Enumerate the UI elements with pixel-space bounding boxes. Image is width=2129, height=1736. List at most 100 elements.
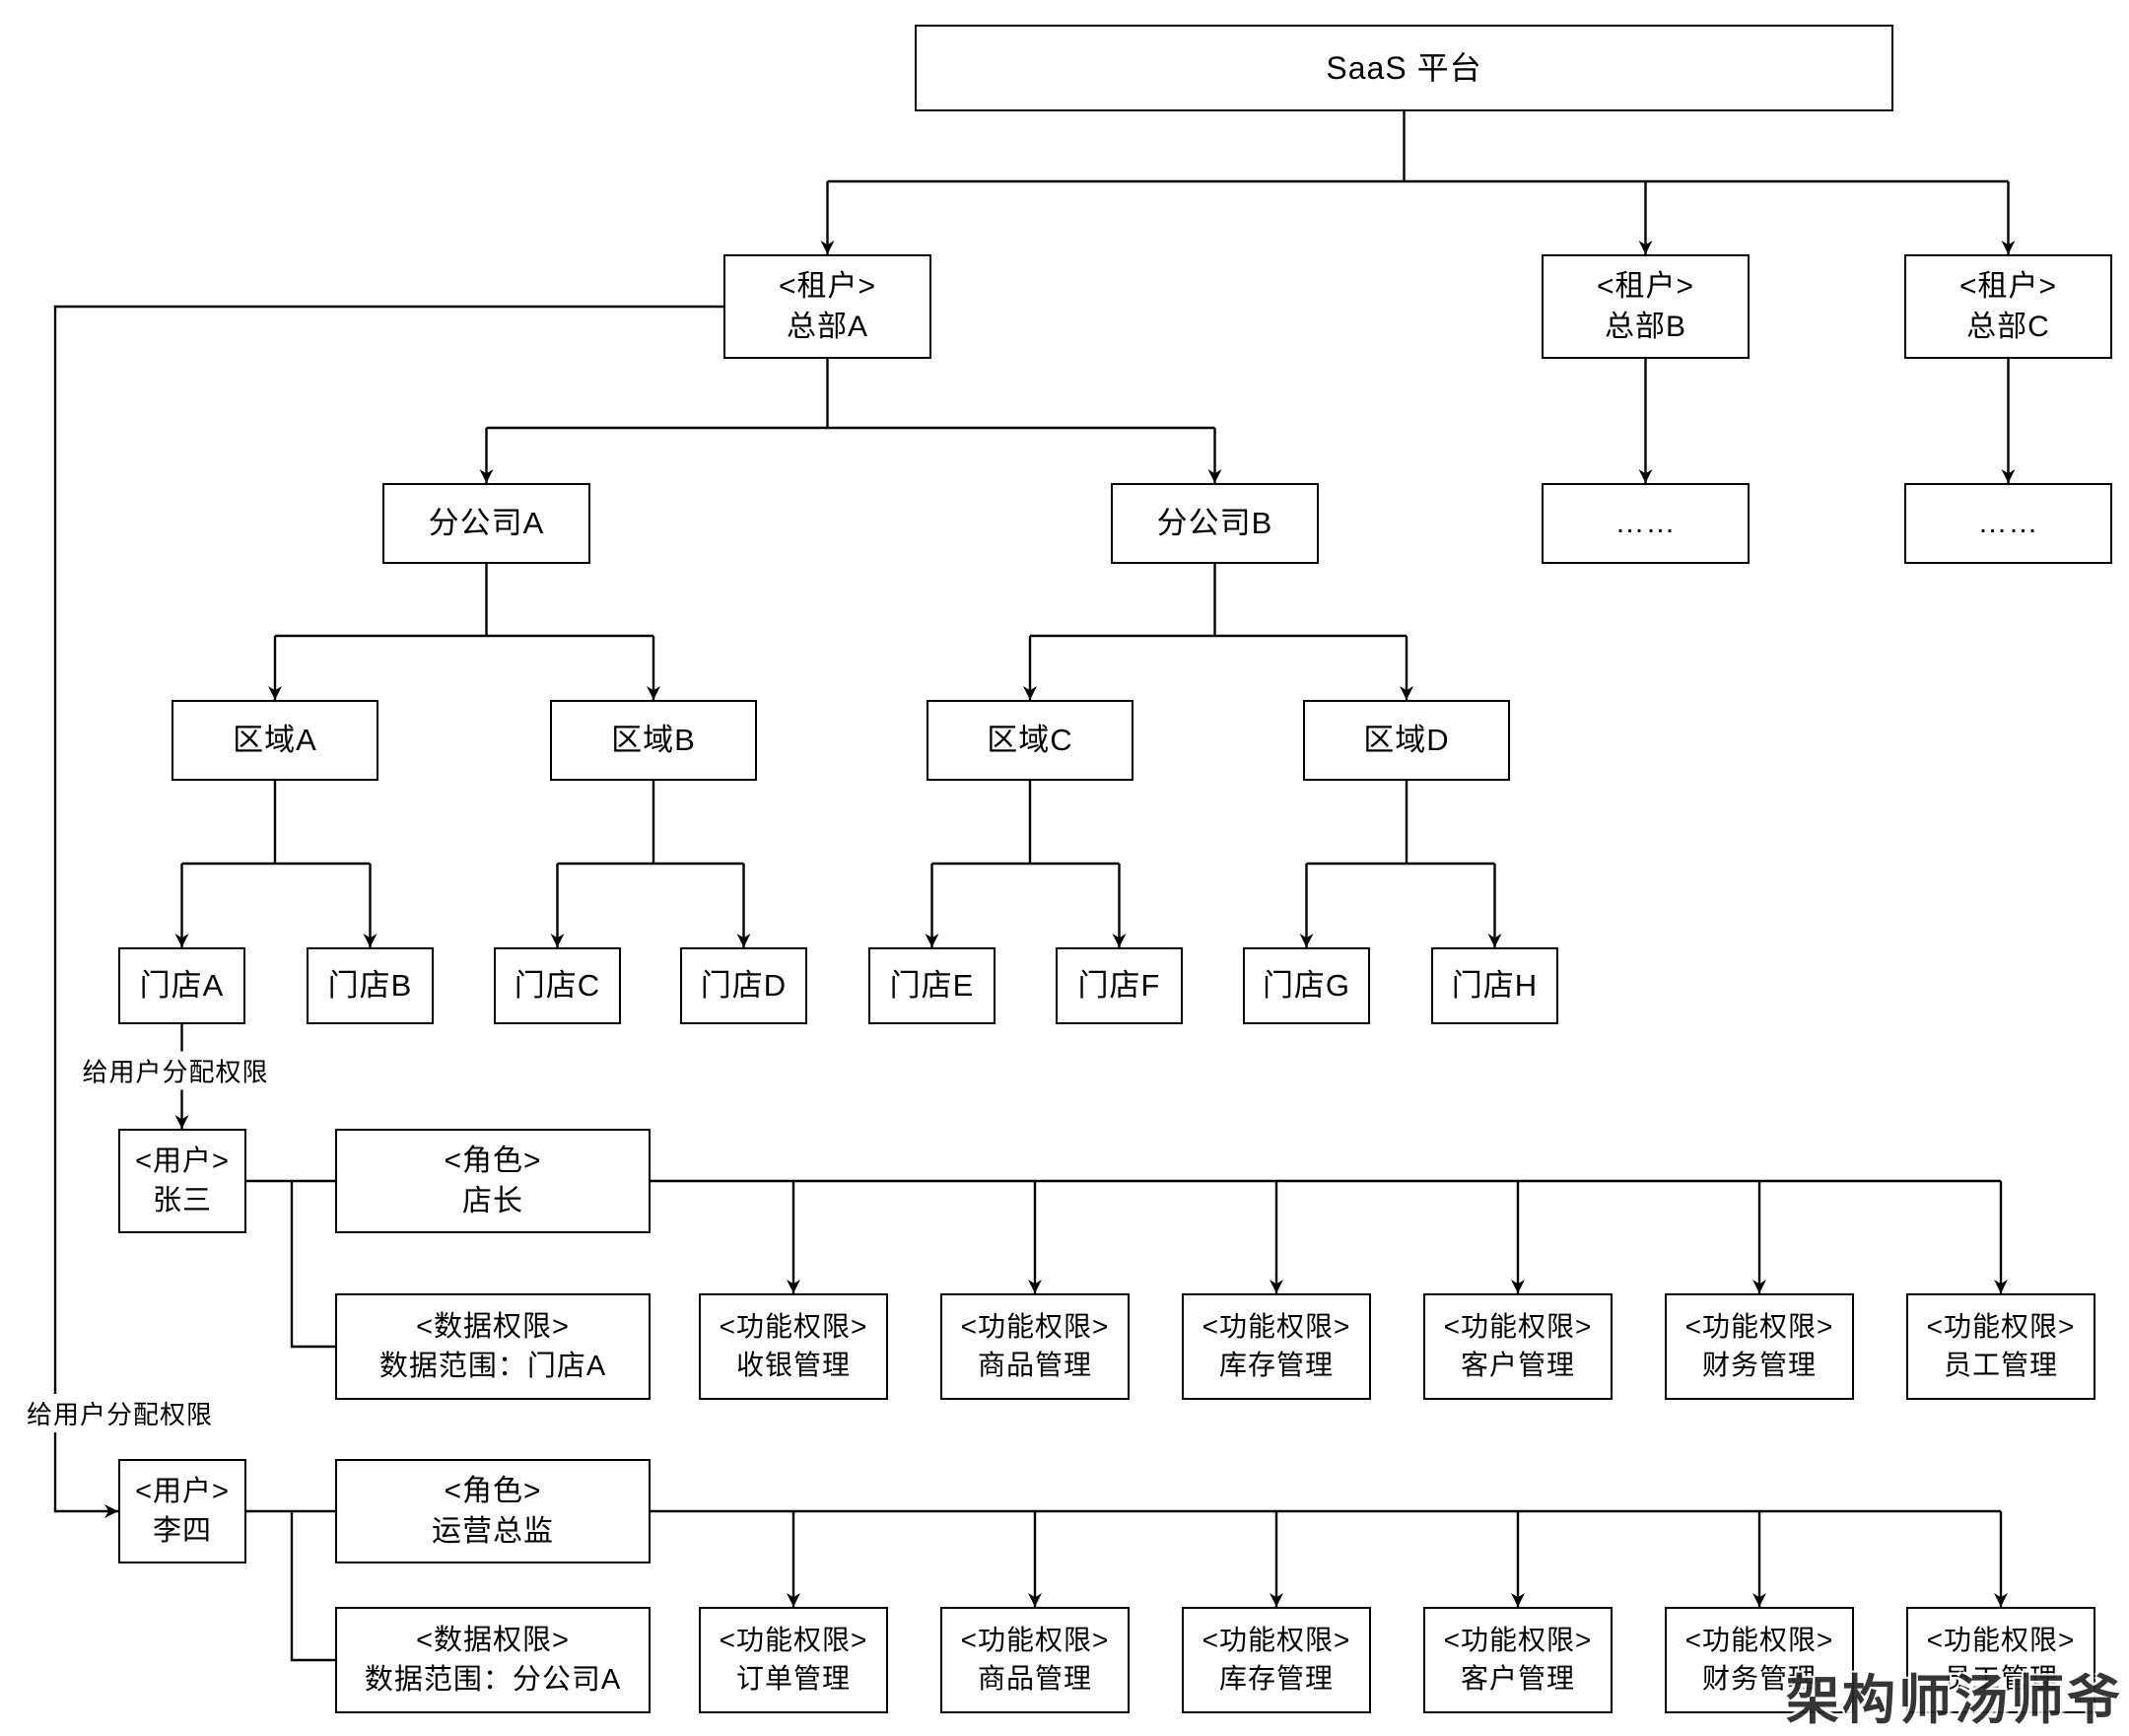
node-func-perm-cashier-label: <功能权限> (719, 1311, 868, 1343)
node-data-perm-branch-a: <数据权限> 数据范围：分公司A (335, 1607, 651, 1713)
node-region-d: 区域D (1303, 700, 1510, 781)
node-store-c-label: 门店C (514, 967, 601, 1003)
node-tenant-hq-b-label: <租户> (1596, 269, 1695, 303)
node-role-store-manager-label: 店长 (462, 1185, 523, 1217)
node-store-d: 门店D (680, 947, 807, 1024)
node-func-perm-employee-2-label: <功能权限> (1926, 1625, 2076, 1656)
node-tenant-hq-a-label: 总部A (786, 311, 868, 343)
node-role-ops-director: <角色> 运营总监 (335, 1459, 651, 1563)
node-func-perm-product-2-label: <功能权限> (960, 1625, 1110, 1656)
node-func-perm-employee-2-label: 员工管理 (1943, 1663, 2058, 1694)
edge-label-assign-permission-lisi: 给用户分配权限 (24, 1394, 217, 1432)
node-user-zhangsan-label: <用户> (135, 1145, 230, 1177)
node-user-lisi: <用户>李四 (118, 1459, 246, 1563)
node-store-a-label: 门店A (139, 967, 225, 1003)
node-dots-under-hq-c: …… (1904, 483, 2112, 564)
node-region-b-label: 区域B (611, 722, 696, 757)
node-store-c: 门店C (494, 947, 621, 1024)
node-store-e: 门店E (868, 947, 996, 1024)
node-func-perm-order: <功能权限> 订单管理 (699, 1607, 888, 1713)
node-branch-company-b-label: 分公司B (1156, 505, 1273, 540)
node-region-c-label: 区域C (987, 722, 1073, 757)
node-func-perm-inventory-2: <功能权限> 库存管理 (1182, 1607, 1371, 1713)
node-user-zhangsan: <用户> 张三 (118, 1129, 246, 1233)
node-user-lisi-label: <用户> (135, 1475, 230, 1507)
node-data-perm-store-a: <数据权限> 数据范围：门店A (335, 1293, 651, 1400)
node-tenant-hq-c: <租户> 总部C (1904, 254, 2112, 359)
node-func-perm-employee-1-label: <功能权限> (1926, 1311, 2076, 1343)
node-func-perm-finance-1: <功能权限> 财务管理 (1665, 1293, 1854, 1400)
node-data-perm-store-a-label: <数据权限> (416, 1310, 570, 1343)
node-tenant-hq-c-label: <租户> (1958, 269, 2058, 303)
node-func-perm-cashier: <功能权限> 收银管理 (699, 1293, 888, 1400)
node-func-perm-inventory-2-label: 库存管理 (1218, 1663, 1334, 1694)
watermark-text: 架构师汤师爷 (1786, 1671, 2123, 1730)
node-func-perm-customer-2-label: 客户管理 (1460, 1663, 1575, 1694)
node-func-perm-inventory-1: <功能权限> 库存管理 (1182, 1293, 1371, 1400)
node-dots-under-hq-c-label: …… (1977, 507, 2039, 540)
node-func-perm-order-label: <功能权限> (719, 1625, 868, 1656)
node-store-b: 门店B (307, 947, 434, 1024)
node-store-g: 门店G (1243, 947, 1370, 1024)
node-store-g-label: 门店G (1262, 967, 1351, 1003)
node-tenant-hq-a-label: <租户> (778, 269, 877, 303)
node-func-perm-customer-1-label: <功能权限> (1443, 1311, 1593, 1343)
node-saas-platform-label: SaaS 平台 (1326, 49, 1482, 86)
node-role-ops-director-label: 运营总监 (432, 1515, 554, 1548)
edge-label-assign-permission-zhangsan: 给用户分配权限 (79, 1051, 272, 1090)
node-region-d-label: 区域D (1363, 722, 1450, 757)
node-func-perm-cashier-label: 收银管理 (735, 1350, 851, 1380)
node-func-perm-employee-1-label: 员工管理 (1943, 1350, 2058, 1380)
node-store-h-label: 门店H (1451, 967, 1539, 1003)
node-region-b: 区域B (550, 700, 757, 781)
node-store-b-label: 门店B (327, 967, 413, 1003)
node-data-perm-branch-a-label: 数据范围：分公司A (364, 1664, 622, 1696)
node-func-perm-product-1-label: 商品管理 (977, 1350, 1092, 1380)
node-func-perm-finance-2: <功能权限> 财务管理 (1665, 1607, 1854, 1713)
edge-zhangsan-to-dataperm (290, 1181, 335, 1349)
node-func-perm-finance-2-label: <功能权限> (1684, 1625, 1834, 1656)
node-func-perm-product-1: <功能权限> 商品管理 (940, 1293, 1130, 1400)
node-tenant-hq-c-label: 总部C (1966, 311, 2050, 343)
node-func-perm-product-2: <功能权限> 商品管理 (940, 1607, 1130, 1713)
node-func-perm-product-1-label: <功能权限> (960, 1311, 1110, 1343)
node-user-zhangsan-label: 张三 (152, 1185, 212, 1216)
node-func-perm-inventory-2-label: <功能权限> (1202, 1625, 1351, 1656)
node-role-store-manager: <角色>店长 (335, 1129, 651, 1233)
node-tenant-hq-b-label: 总部B (1604, 311, 1686, 343)
node-data-perm-store-a-label: 数据范围：门店A (378, 1351, 607, 1382)
node-dots-under-hq-b-label: …… (1614, 507, 1677, 540)
node-role-ops-director-label: <角色> (444, 1474, 542, 1507)
node-func-perm-inventory-1-label: <功能权限> (1202, 1311, 1351, 1343)
node-store-e-label: 门店E (889, 967, 975, 1003)
node-func-perm-finance-1-label: <功能权限> (1684, 1311, 1834, 1343)
node-func-perm-finance-1-label: 财务管理 (1701, 1350, 1817, 1380)
node-func-perm-employee-2: <功能权限> 员工管理 (1906, 1607, 2095, 1713)
edge-lisi-to-dataperm (290, 1511, 335, 1662)
node-func-perm-customer-1-label: 客户管理 (1460, 1350, 1575, 1380)
node-func-perm-customer-2-label: <功能权限> (1443, 1625, 1593, 1656)
node-dots-under-hq-b: …… (1542, 483, 1750, 564)
node-saas-platform: SaaS 平台 (915, 25, 1893, 111)
node-tenant-hq-b: <租户> 总部B (1542, 254, 1750, 359)
node-branch-company-a: 分公司A (382, 483, 590, 564)
node-func-perm-employee-1: <功能权限> 员工管理 (1906, 1293, 2095, 1400)
node-store-f: 门店F (1056, 947, 1183, 1024)
node-data-perm-branch-a-label: <数据权限> (416, 1624, 570, 1656)
node-store-d-label: 门店D (700, 967, 788, 1003)
node-store-a: 门店A (118, 947, 245, 1024)
node-region-c: 区域C (927, 700, 1133, 781)
node-store-f-label: 门店F (1077, 967, 1161, 1003)
node-branch-company-b: 分公司B (1111, 483, 1319, 564)
node-tenant-hq-a: <租户> 总部A (723, 254, 931, 359)
node-func-perm-finance-2-label: 财务管理 (1701, 1663, 1817, 1694)
node-func-perm-product-2-label: 商品管理 (977, 1663, 1092, 1694)
node-func-perm-customer-2: <功能权限> 客户管理 (1423, 1607, 1613, 1713)
node-region-a: 区域A (172, 700, 378, 781)
node-func-perm-inventory-1-label: 库存管理 (1218, 1350, 1334, 1380)
node-func-perm-order-label: 订单管理 (735, 1663, 851, 1694)
edge-edge-assign-lisi (53, 305, 723, 1518)
node-store-h: 门店H (1431, 947, 1558, 1024)
